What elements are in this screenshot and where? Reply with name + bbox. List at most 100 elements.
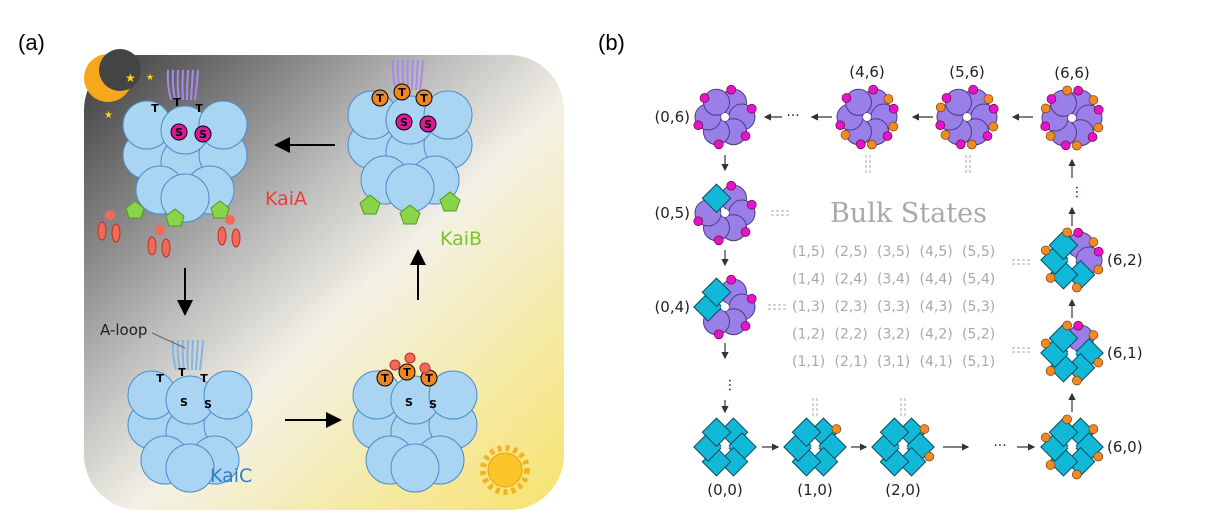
kaic-state: (4,6) xyxy=(835,63,899,150)
s-phospho-dot-icon xyxy=(968,84,979,95)
bulk-state-label: (2,2) xyxy=(835,327,868,343)
bulk-state-label: (5,1) xyxy=(962,354,995,370)
t-phospho-dot-icon xyxy=(1045,131,1056,141)
phospho-site-icon xyxy=(415,89,433,107)
a-loop-strand xyxy=(181,339,185,371)
kaic-state: (1,0) xyxy=(783,417,847,499)
a-loop-strand xyxy=(176,339,181,371)
site-letter: T xyxy=(398,86,406,99)
bulk-states-title: Bulk States xyxy=(830,198,987,229)
center-hole xyxy=(1068,349,1076,357)
kaia-icon xyxy=(105,210,115,220)
s-phospho-dot-icon xyxy=(1040,121,1051,132)
phospho-site-icon xyxy=(376,369,394,387)
t-phospho-dot-icon xyxy=(1045,366,1056,376)
s-phospho-dot-icon xyxy=(1073,227,1084,238)
site-letter: S xyxy=(180,396,188,409)
dephospho-subunit-diamond xyxy=(701,183,732,214)
s-phospho-dot-icon xyxy=(835,120,846,131)
dephospho-subunit-diamond xyxy=(879,417,910,448)
t-phospho-dot-icon xyxy=(1088,237,1099,247)
a-loop-strand xyxy=(186,69,189,101)
s-phospho-dot-icon xyxy=(841,93,852,103)
t-phospho-dot-icon xyxy=(983,94,994,104)
phospho-site-icon xyxy=(419,115,437,133)
phospho-site-icon xyxy=(170,123,188,141)
center-hole xyxy=(721,303,729,311)
bulk-state-label: (5,4) xyxy=(962,272,995,288)
site-letter: S xyxy=(204,398,212,411)
bulk-state-label: (4,5) xyxy=(920,244,953,260)
center-hole xyxy=(963,113,971,121)
t-phospho-dot-icon xyxy=(1093,357,1104,368)
state-label: (1,0) xyxy=(797,481,833,499)
s-phospho-dot-icon xyxy=(988,103,999,114)
center-hole xyxy=(1068,443,1076,451)
site-letter: T xyxy=(195,102,203,115)
t-phospho-dot-icon xyxy=(1093,451,1104,462)
dephospho-subunit-diamond xyxy=(808,446,839,477)
bulk-state-label: (2,1) xyxy=(835,354,868,370)
bulk-state-label: (4,3) xyxy=(920,299,953,315)
bulk-state-label: (4,4) xyxy=(920,272,953,288)
bulk-state-label: (3,3) xyxy=(877,299,910,315)
site-letter: S xyxy=(400,116,408,129)
state-label: (6,6) xyxy=(1054,64,1090,82)
phospho-site-icon xyxy=(371,89,389,107)
bulk-state-label: (1,5) xyxy=(792,244,825,260)
center-hole xyxy=(721,113,729,121)
kaic-subunit xyxy=(423,90,473,140)
t-phospho-dot-icon xyxy=(1062,85,1072,96)
t-phospho-dot-icon xyxy=(840,130,851,140)
phospho-subunit-circle xyxy=(703,88,730,116)
state-label: (6,0) xyxy=(1107,438,1143,456)
s-phospho-dot-icon xyxy=(1046,94,1057,104)
s-phospho-dot-icon xyxy=(713,329,724,340)
s-phospho-dot-icon xyxy=(726,180,737,191)
bulk-state-label: (2,4) xyxy=(835,272,868,288)
t-phospho-dot-icon xyxy=(924,451,935,462)
a-loop-strand xyxy=(406,59,409,91)
kaic-state: (5,6) xyxy=(935,63,999,150)
s-phospho-dot-icon xyxy=(1060,140,1071,151)
t-phospho-dot-icon xyxy=(1088,330,1099,340)
site-letter: T xyxy=(376,92,384,105)
t-phospho-dot-icon xyxy=(935,102,946,113)
a-loop-strand xyxy=(176,69,180,101)
kaia-label: KaiA xyxy=(265,188,307,210)
bulk-state-label: (2,3) xyxy=(835,299,868,315)
bulk-state-label: (1,3) xyxy=(792,299,825,315)
kaia-icon xyxy=(111,223,121,243)
kaib-icon xyxy=(439,191,461,212)
bulk-state-label: (3,4) xyxy=(877,272,910,288)
s-phospho-dot-icon xyxy=(1087,132,1098,142)
dephospho-subunit-diamond xyxy=(1065,352,1096,383)
kaic-subunit xyxy=(198,100,248,150)
t-phospho-dot-icon xyxy=(967,139,977,150)
a-loop-strand xyxy=(181,69,184,101)
svg-text:★: ★ xyxy=(125,71,136,85)
kaic-state: (0,6) xyxy=(654,84,757,150)
t-phospho-dot-icon xyxy=(1045,460,1056,470)
kaic-state: (2,0) xyxy=(871,417,935,499)
kaia-icon xyxy=(419,362,431,374)
s-phospho-dot-icon xyxy=(1073,320,1084,331)
phospho-subunit-circle xyxy=(845,88,872,116)
site-letter: S xyxy=(424,118,432,131)
state-label: (5,6) xyxy=(949,63,985,81)
kaia-icon xyxy=(217,226,227,246)
t-phospho-dot-icon xyxy=(919,424,930,434)
dephospho-subunit-diamond xyxy=(896,446,927,477)
site-letter: T xyxy=(200,372,208,385)
a-loop-strand xyxy=(411,59,414,91)
s-phospho-dot-icon xyxy=(888,103,899,114)
kaic-subunit xyxy=(390,443,440,493)
s-phospho-dot-icon xyxy=(1093,104,1104,115)
svg-text:★: ★ xyxy=(146,73,154,83)
state-label: (0,4) xyxy=(654,298,690,316)
s-phospho-dot-icon xyxy=(713,235,724,246)
t-phospho-dot-icon xyxy=(883,94,894,104)
t-phospho-dot-icon xyxy=(1062,320,1072,331)
